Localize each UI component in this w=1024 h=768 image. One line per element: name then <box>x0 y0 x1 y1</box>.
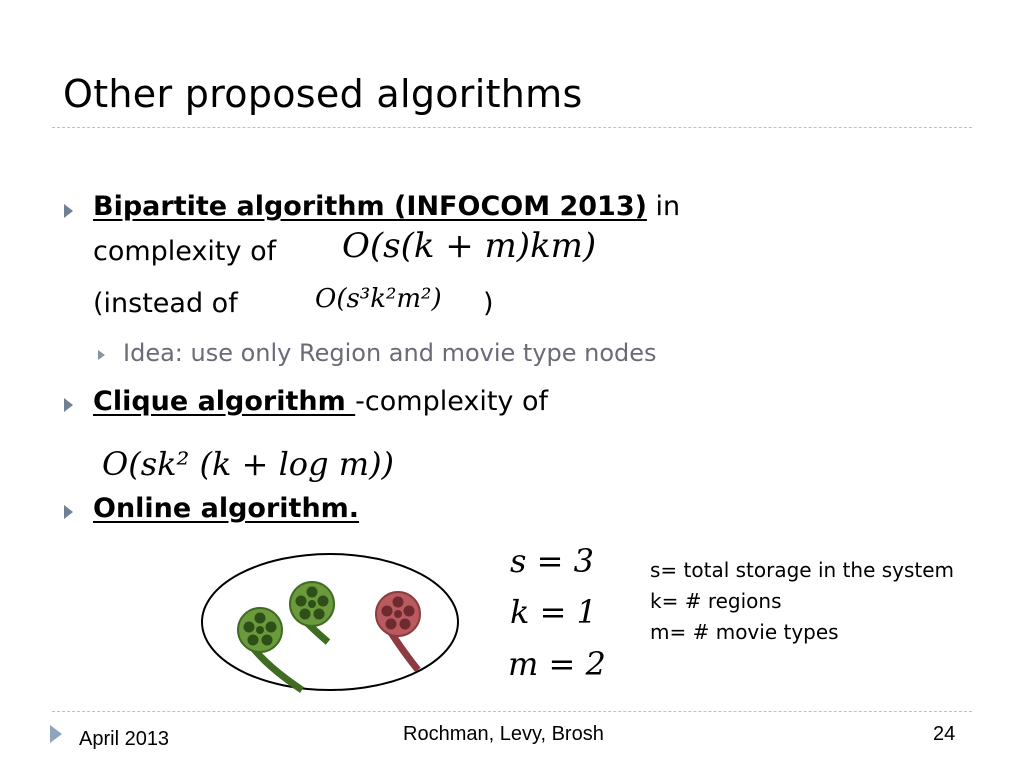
title-divider <box>52 127 972 128</box>
footer-divider <box>52 711 972 712</box>
bullet-arrow-icon <box>64 398 73 412</box>
bullet-bipartite: Bipartite algorithm (INFOCOM 2013) in <box>93 191 680 222</box>
footer-arrow-icon <box>50 725 62 743</box>
region-ellipse <box>201 553 459 691</box>
clique-formula: O(sk² (k + log m)) <box>102 445 395 483</box>
bipartite-formula: O(s(k + m)km) <box>342 226 597 266</box>
close-paren: ) <box>483 288 494 319</box>
instead-of-label: (instead of <box>93 288 238 319</box>
idea-subbullet: Idea: use only Region and movie type nod… <box>123 339 657 367</box>
note-storage: s= total storage in the system <box>650 558 955 582</box>
param-m: m = 2 <box>508 645 606 683</box>
old-complexity-formula: O(s³k²m²) <box>315 284 442 314</box>
page-number: 24 <box>933 723 956 745</box>
red-film-reel-icon <box>375 591 421 673</box>
online-label: Online algorithm. <box>93 493 360 524</box>
bipartite-complexity-line: complexity of <box>93 236 276 267</box>
green-film-reel-icon <box>237 607 304 693</box>
complexity-of-label: complexity of <box>93 236 277 267</box>
sub-bullet-arrow-icon <box>98 350 105 360</box>
bipartite-in: in <box>646 191 681 222</box>
bullet-online: Online algorithm. <box>93 493 359 524</box>
slide-title: Other proposed algorithms <box>63 72 583 116</box>
note-movie-types: m= # movie types <box>650 620 839 644</box>
footer-date: April 2013 <box>79 728 170 750</box>
bullet-arrow-icon <box>64 204 73 218</box>
clique-label: Clique algorithm <box>93 386 356 417</box>
bipartite-label: Bipartite algorithm (INFOCOM 2013) <box>93 191 647 222</box>
param-k: k = 1 <box>510 593 597 631</box>
param-s: s = 3 <box>510 542 594 580</box>
bullet-clique: Clique algorithm -complexity of <box>93 386 548 417</box>
green-film-reel-icon <box>289 581 335 645</box>
footer-authors: Rochman, Levy, Brosh <box>403 723 604 745</box>
bullet-arrow-icon <box>64 505 73 519</box>
region-ellipse-diagram <box>201 553 459 693</box>
clique-complexity-of: -complexity of <box>355 386 549 417</box>
note-regions: k= # regions <box>650 589 782 613</box>
